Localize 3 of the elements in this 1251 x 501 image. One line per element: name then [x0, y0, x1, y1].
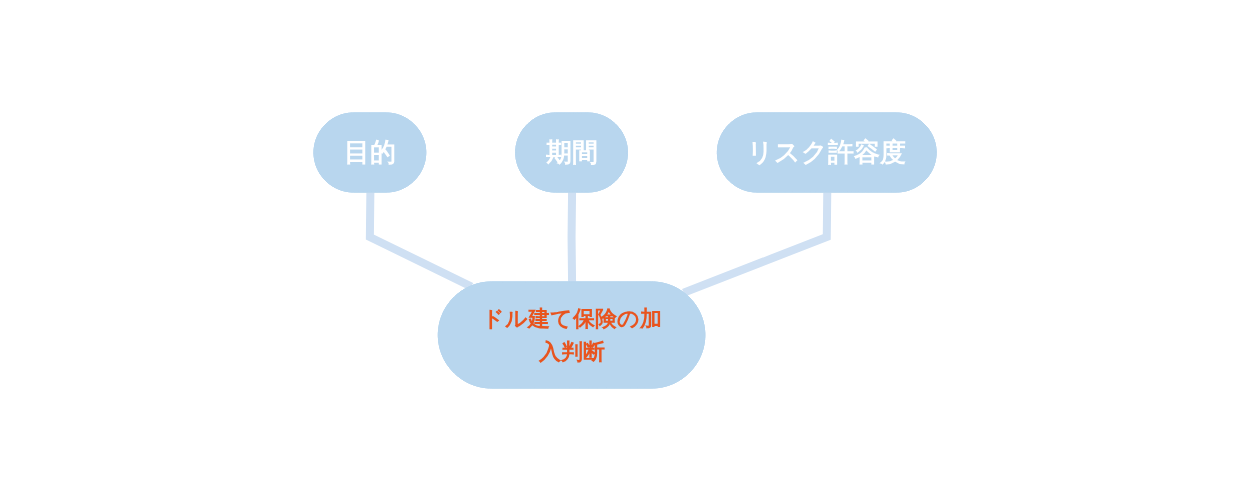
- connector: [366, 192, 474, 291]
- connector: [568, 192, 577, 283]
- connector: [682, 192, 832, 297]
